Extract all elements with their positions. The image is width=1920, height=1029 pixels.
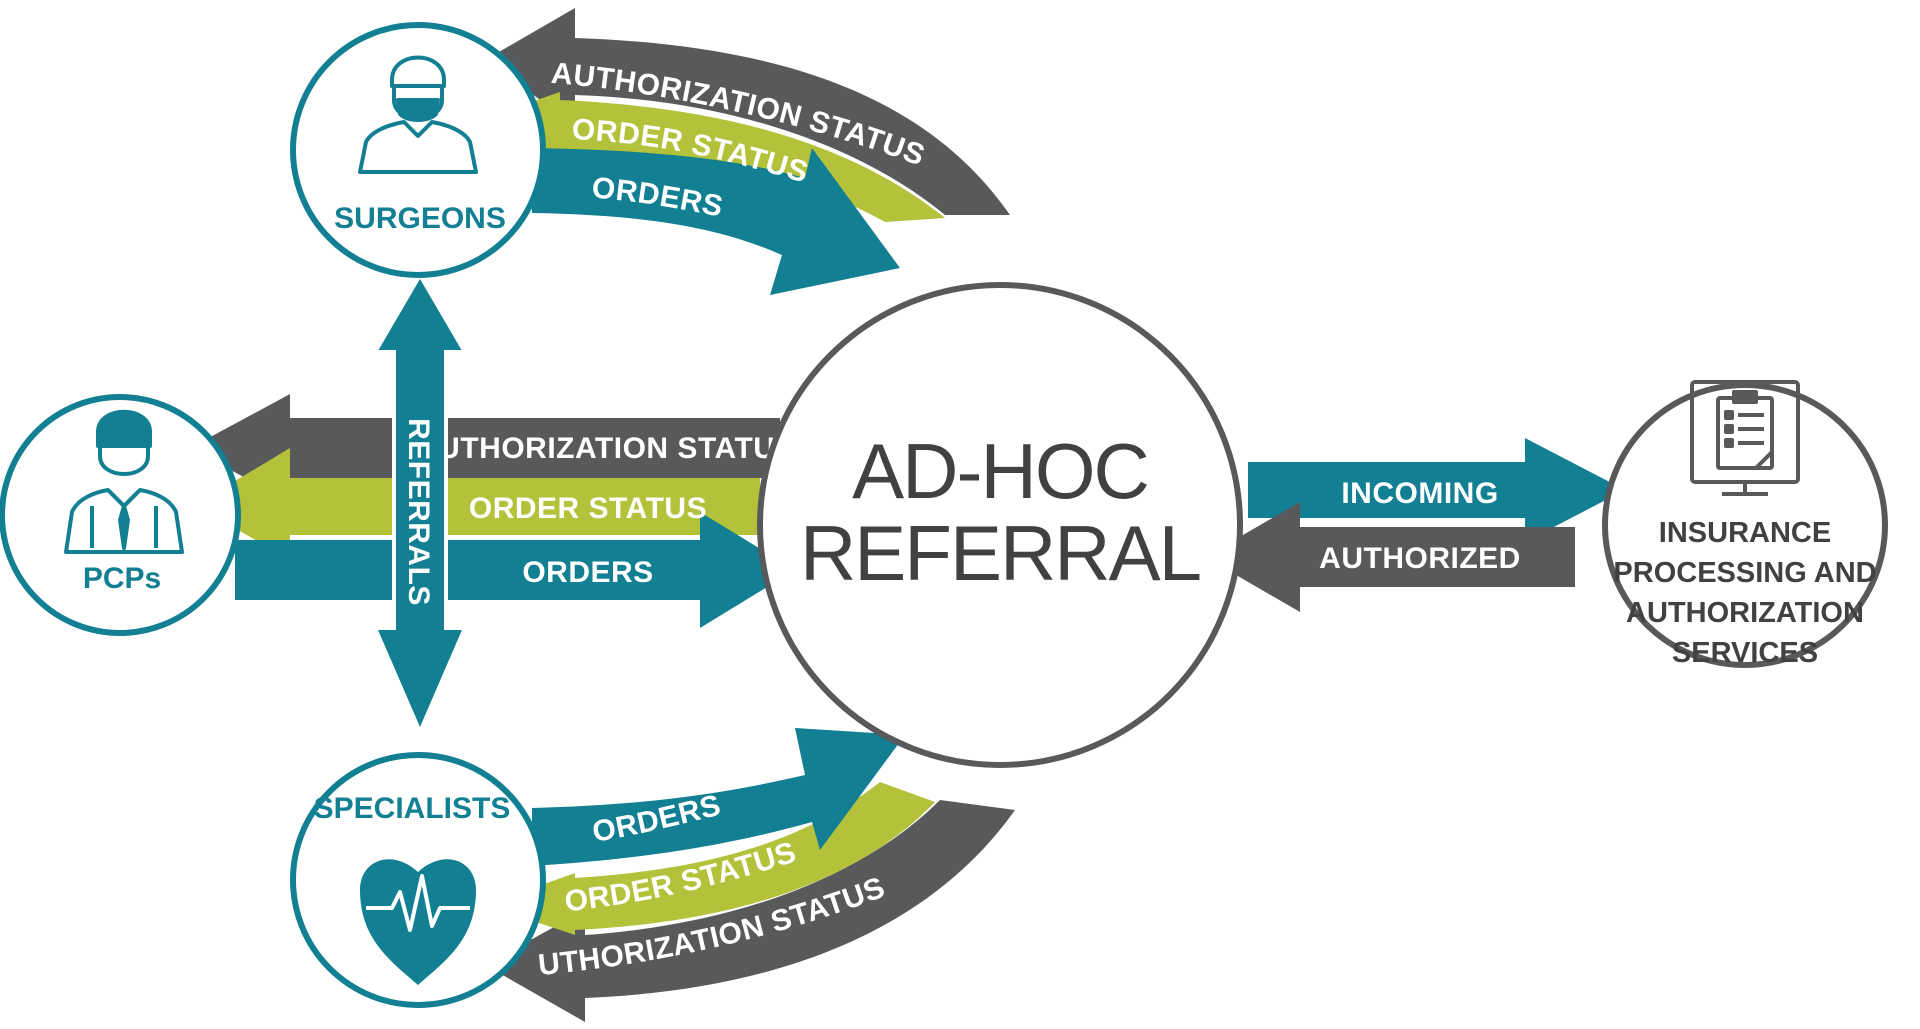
pcps-label: PCPs — [83, 562, 161, 595]
referrals-flow-group: REFERRALS — [371, 271, 469, 738]
pcps-order-status-label: ORDER STATUS — [469, 492, 707, 525]
authorized-label: AUTHORIZED — [1319, 542, 1521, 575]
ad-hoc-referral-circle — [757, 282, 1243, 768]
incoming-arrow — [1248, 438, 1625, 542]
pcps-orders-arrow — [235, 512, 795, 628]
insurance-node: INSURANCE PROCESSING AND AUTHORIZATION S… — [1602, 380, 1888, 669]
insurance-flow-group: INCOMING AUTHORIZED — [1205, 438, 1625, 612]
authorized-arrow — [1205, 502, 1575, 612]
heart-pulse-icon — [360, 859, 476, 985]
insurance-label-line4: SERVICES — [1672, 637, 1818, 669]
surgeons-label: SURGEONS — [334, 202, 506, 235]
specialists-authorization-status-arrow — [485, 800, 1015, 1022]
clipboard-monitor-icon — [1690, 380, 1800, 496]
pcps-authorization-status-label: AUTHORIZATION STATUS — [416, 432, 796, 465]
insurance-label-line3: AUTHORIZATION — [1626, 597, 1864, 629]
insurance-label-line2: PROCESSING AND — [1613, 557, 1876, 589]
ad-hoc-referral-node: AD-HOC REFERRAL — [757, 282, 1243, 768]
center-title-line1: AD-HOC — [852, 427, 1148, 515]
surgeons-node: SURGEONS — [290, 22, 546, 278]
referrals-double-arrow — [371, 271, 469, 738]
surgeons-circle — [290, 22, 546, 278]
specialists-label: SPECIALISTS — [314, 792, 511, 825]
pcps-orders-label: ORDERS — [522, 556, 653, 589]
pcps-authorization-status-arrow — [190, 394, 780, 502]
center-title-line2: REFERRAL — [800, 509, 1200, 597]
doctor-icon — [64, 409, 184, 554]
insurance-label-line1: INSURANCE — [1659, 517, 1831, 549]
insurance-circle — [1602, 382, 1888, 668]
specialists-orders-arrow — [532, 728, 905, 866]
surgeons-authorization-status-arrow — [485, 8, 1010, 215]
surgeon-icon — [358, 55, 478, 174]
pcps-flow-group: AUTHORIZATION STATUS ORDER STATUS ORDERS — [190, 394, 796, 628]
surgeons-flow-group: AUTHORIZATION STATUS ORDER STATUS ORDERS — [485, 8, 1010, 295]
specialists-node: SPECIALISTS — [290, 752, 546, 1008]
pcps-order-status-arrow — [195, 448, 760, 560]
referrals-label: REFERRALS — [402, 418, 435, 606]
incoming-label: INCOMING — [1341, 477, 1498, 510]
surgeons-orders-arrow — [532, 148, 900, 295]
pcps-node: PCPs — [0, 394, 241, 636]
